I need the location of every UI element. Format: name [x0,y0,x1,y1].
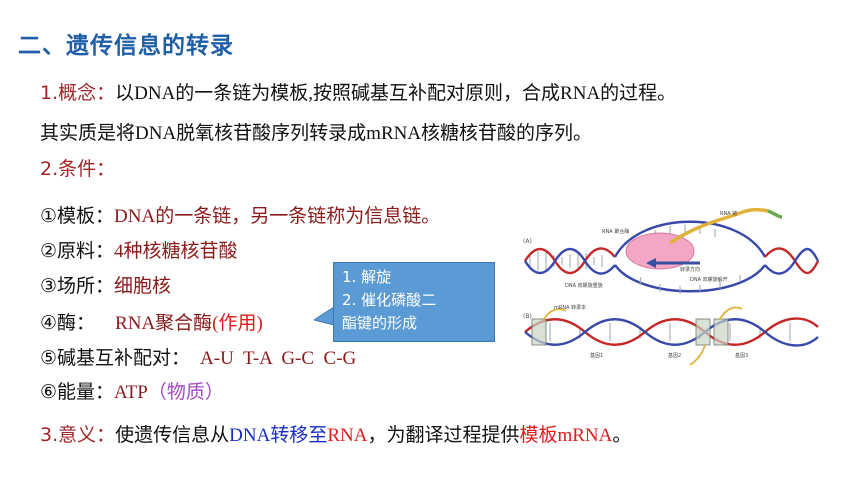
template-label: ①模板： [40,205,115,227]
material-label: ②原料： [40,240,115,262]
concept-text: 以DNA的一条链为模板,按照碱基互补配对原则，合成RNA的过程。 [115,83,677,104]
label-rna-chain: RNA 链 [720,210,737,217]
pairing-value: A-U T-A G-C C-G [200,348,357,369]
significance-text-end: 。 [612,424,632,446]
rna-chain-tail [767,209,783,219]
condition-site: ③场所：细胞核 [40,271,171,298]
mrna-transcript-2 [719,306,743,320]
enzyme-label: ④酶： [40,312,96,334]
condition-material: ②原料：4种核糖核苷酸 [40,236,238,263]
dna-template-open-top [613,220,767,258]
mrna-transcript-3 [689,344,706,366]
transcription-diagram: (A) RNA 链 RNA 聚合酶 [523,207,820,366]
significance-line: 3.意义：使遗传信息从DNA转移至RNA，为翻译过程提供模板mRNA。 [40,420,631,447]
callout-line-1: 1. 解旋 [342,268,392,286]
concept-line-1: 1.概念：以DNA的一条链为模板,按照碱基互补配对原则，合成RNA的过程。 [40,78,676,105]
energy-value: ATP [114,382,148,403]
label-gene2: 基因2 [668,352,681,359]
rna-polymerase [625,232,695,270]
site-value: 细胞核 [114,275,172,297]
dna-strand-red-right [764,247,820,275]
concept-label: 1.概念： [40,82,116,104]
site-label: ③场所： [40,275,115,297]
label-direction: 转录方向 [680,266,700,273]
polymerase-gene2 [695,318,711,346]
panel-b: (B) mRNA 转录本 基因1 基因2 基因3 [523,304,819,366]
direction-arrowhead [646,258,656,268]
significance-text-mrna: 模板mRNA [519,425,613,446]
dna-strand-blue-b [524,318,819,347]
callout-line-2: 2. 催化磷酸二 [342,291,437,309]
condition-enzyme: ④酶： RNA聚合酶(作用) [40,308,263,335]
conditions-label: 2.条件： [40,158,116,180]
label-dna-unwind: DNA 双螺旋解开 [690,276,728,283]
panel-a: (A) RNA 链 RNA 聚合酶 [523,207,820,294]
enzyme-function-callout: 1. 解旋 2. 催化磷酸二 酯键的形成 [333,262,495,342]
polymerase-gene3 [713,318,729,346]
label-dna-rewind: DNA 双螺旋重旋 [565,282,603,289]
panel-b-label: (B) [523,313,532,320]
label-mrna: mRNA 转录本 [554,304,586,311]
template-value: DNA的一条链，另一条链称为信息链。 [114,206,441,227]
condition-energy: ⑥能量：ATP（物质） [40,377,224,404]
enzyme-value: RNA聚合酶 [115,313,213,334]
polymerase-gene1 [531,318,547,346]
significance-text-2: ，为翻译过程提供 [367,424,520,446]
significance-text-1: 使遗传信息从 [115,424,230,446]
callout-line-3: 酯键的形成 [342,314,418,332]
energy-label: ⑥能量： [40,381,115,403]
material-value: 4种核糖核苷酸 [114,241,238,262]
dna-strand-blue-right [764,247,820,275]
label-polymerase: RNA 聚合酶 [602,228,629,235]
rna-chain [669,207,769,245]
panel-a-label: (A) [523,238,532,245]
significance-label: 3.意义： [40,424,116,446]
dna-strand-blue-left [523,247,616,275]
enzyme-note: (作用) [212,313,263,334]
significance-text-rna: RNA [327,425,368,446]
pairing-label: ⑤碱基互补配对： [40,347,191,369]
concept-line-2: 其实质是将DNA脱氧核苷酸序列转录成mRNA核糖核苷酸的序列。 [40,123,593,144]
base-pairs-b [549,323,791,341]
condition-pairing: ⑤碱基互补配对： A-U T-A G-C C-G [40,343,356,370]
energy-note: （物质） [147,381,224,403]
page-title: 二、遗传信息的转录 [18,33,234,59]
dna-strand-red-left [523,247,616,275]
dna-strand-open-bottom [614,264,766,293]
label-gene3: 基因3 [735,352,748,359]
significance-text-dna: DNA转移至 [229,425,328,446]
condition-template: ①模板：DNA的一条链，另一条链称为信息链。 [40,201,440,228]
mrna-transcript-1 [543,308,567,320]
label-gene1: 基因1 [590,352,603,359]
